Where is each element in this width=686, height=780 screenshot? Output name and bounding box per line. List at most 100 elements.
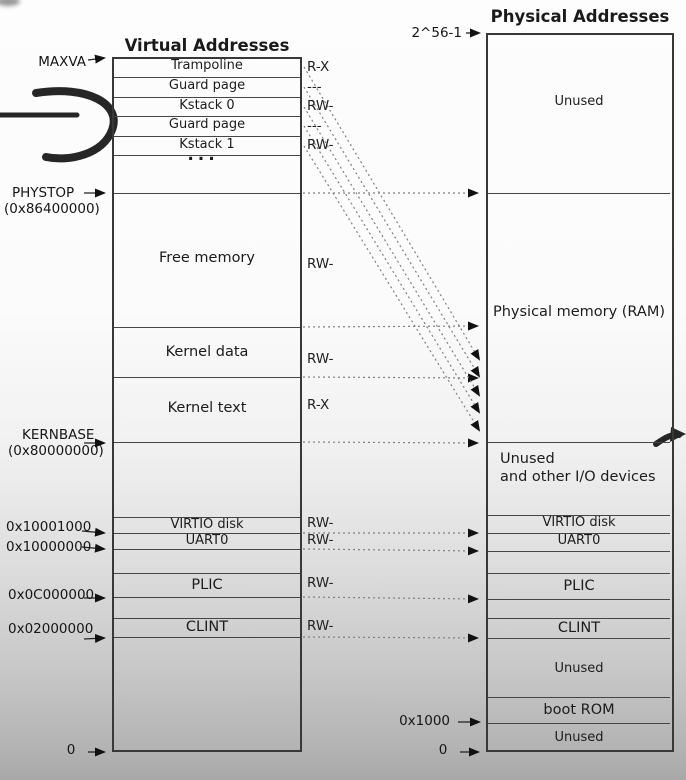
virtual-divider bbox=[114, 442, 300, 443]
virtual-segment-kernel-data: Kernel data bbox=[165, 344, 249, 360]
physical-segment-io-line1: Unused bbox=[500, 451, 555, 467]
physical-segment-uart: UART0 bbox=[557, 533, 601, 548]
corner-smudge bbox=[0, 0, 20, 6]
maxva-arrow bbox=[87, 54, 106, 64]
pen-arrow-left-head bbox=[32, 87, 118, 163]
addr-kernbase: KERNBASE bbox=[22, 427, 95, 443]
physical-segment-unused-top: Unused bbox=[554, 94, 604, 109]
physical-segment-unused-mid: Unused bbox=[554, 661, 604, 676]
physical-divider bbox=[488, 515, 670, 516]
perm-kstack1: RW- bbox=[307, 137, 334, 153]
perm-free-memory: RW- bbox=[307, 256, 334, 272]
map-arrow-kstack0 bbox=[303, 106, 481, 397]
perm-virtio: RW- bbox=[307, 515, 334, 531]
address-pointer-arrows bbox=[81, 28, 481, 757]
virtual-divider bbox=[114, 618, 300, 619]
pen-arrow-right-head bbox=[670, 427, 686, 442]
addr-physical-zero: 0 bbox=[438, 742, 448, 758]
perm-uart: RW- bbox=[307, 532, 334, 548]
uart-addr-arrow bbox=[81, 543, 106, 553]
virtual-column-box bbox=[112, 57, 302, 752]
virtual-segment-trampoline: Trampoline bbox=[171, 58, 243, 73]
addr-clint: 0x02000000 bbox=[8, 621, 94, 637]
virtual-divider bbox=[114, 533, 300, 534]
physical-divider bbox=[488, 638, 670, 639]
virtual-segment-guard1: Guard page bbox=[168, 78, 246, 93]
addr-phystop-hex: (0x86400000) bbox=[4, 201, 100, 217]
virtual-segment-virtio: VIRTIO disk bbox=[170, 517, 244, 532]
virtual-divider bbox=[114, 116, 300, 117]
physical-divider bbox=[488, 533, 670, 534]
perm-kstack0: RW- bbox=[307, 98, 334, 114]
virtio-addr-arrow bbox=[81, 527, 106, 537]
map-arrow-clint bbox=[302, 633, 479, 643]
virtual-divider bbox=[114, 327, 300, 328]
virtual-divider bbox=[114, 193, 300, 194]
perm-plic: RW- bbox=[307, 575, 334, 591]
perm-guard2: --- bbox=[307, 118, 322, 134]
physical-segment-unused-bottom: Unused bbox=[554, 730, 604, 745]
physical-divider bbox=[488, 551, 670, 552]
addr-maxva: MAXVA bbox=[38, 54, 86, 70]
virtual-divider bbox=[114, 597, 300, 598]
physical-segment-io-line2: and other I/O devices bbox=[500, 469, 656, 485]
physical-divider bbox=[488, 442, 670, 443]
map-arrow-kernbase bbox=[302, 438, 479, 448]
perm-kernel-data: RW- bbox=[307, 351, 334, 367]
physical-divider bbox=[488, 618, 670, 619]
addr-virtio: 0x10001000 bbox=[6, 519, 92, 535]
physical-column-title: Physical Addresses bbox=[490, 7, 670, 26]
virtual-segment-free-memory: Free memory bbox=[159, 250, 255, 266]
perm-kernel-text: R-X bbox=[307, 397, 330, 413]
map-arrow-trampoline bbox=[303, 66, 481, 361]
physical-segment-ram: Physical memory (RAM) bbox=[492, 304, 666, 320]
perm-guard1: --- bbox=[307, 79, 322, 95]
physical-segment-plic: PLIC bbox=[563, 578, 595, 594]
physical-segment-bootrom: boot ROM bbox=[543, 702, 615, 718]
virtual-segment-kstack1: Kstack 1 bbox=[179, 137, 235, 152]
map-arrow-plic bbox=[302, 594, 479, 604]
perm-clint: RW- bbox=[307, 618, 334, 634]
addr-uart: 0x10000000 bbox=[6, 539, 92, 555]
map-arrow-kernel-data bbox=[302, 321, 479, 331]
map-arrow-uart bbox=[302, 546, 479, 556]
physical-divider bbox=[488, 599, 670, 600]
virtual-segment-kernel-text: Kernel text bbox=[167, 400, 247, 416]
virtual-divider bbox=[114, 136, 300, 137]
physical-divider bbox=[488, 573, 670, 574]
virtual-divider bbox=[114, 377, 300, 378]
virtual-divider bbox=[114, 97, 300, 98]
virtual-divider bbox=[114, 573, 300, 574]
addr-physical-top: 2^56-1 bbox=[411, 25, 462, 41]
virtual-segment-guard2: Guard page bbox=[168, 117, 246, 132]
map-arrow-guard1 bbox=[303, 86, 481, 378]
virtual-ellipsis: ... bbox=[187, 145, 219, 165]
dotted-mapping-arrows bbox=[302, 66, 481, 643]
virtual-divider bbox=[114, 155, 300, 156]
map-arrow-kstack1 bbox=[303, 145, 481, 432]
physical-segment-clint: CLINT bbox=[557, 620, 601, 636]
addr-virtual-zero: 0 bbox=[66, 742, 76, 758]
virtual-segment-uart: UART0 bbox=[185, 533, 229, 548]
addr-kernbase-hex: (0x80000000) bbox=[8, 443, 104, 459]
addr-plic: 0x0C000000 bbox=[8, 587, 95, 603]
physical-divider bbox=[488, 697, 670, 698]
physical-segment-virtio: VIRTIO disk bbox=[542, 515, 616, 530]
virtual-divider bbox=[114, 77, 300, 78]
physical-column-box bbox=[486, 33, 674, 752]
addr-bootrom: 0x1000 bbox=[399, 713, 450, 729]
virtual-segment-clint: CLINT bbox=[185, 619, 229, 635]
clint-addr-arrow bbox=[83, 633, 106, 643]
virtual-segment-plic: PLIC bbox=[191, 577, 223, 593]
physical-divider bbox=[488, 723, 670, 724]
map-arrow-guard2 bbox=[303, 125, 481, 414]
virtual-column-title: Virtual Addresses bbox=[124, 36, 290, 55]
map-arrow-kernel-text bbox=[302, 373, 479, 383]
physical-divider bbox=[488, 193, 670, 194]
perm-trampoline: R-X bbox=[307, 59, 330, 75]
virtual-divider bbox=[114, 549, 300, 550]
virtual-segment-kstack0: Kstack 0 bbox=[179, 98, 235, 113]
virtual-divider bbox=[114, 517, 300, 518]
